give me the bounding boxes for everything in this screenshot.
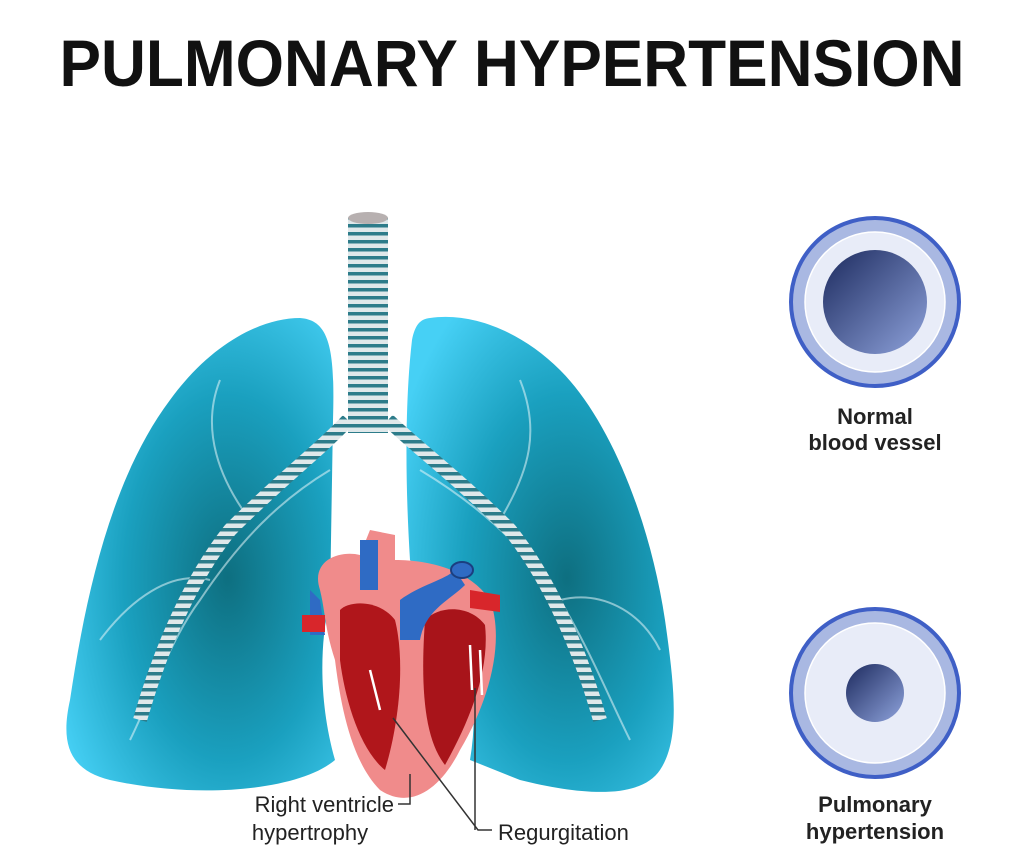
label-normal-vessel-line1: Normal	[837, 404, 913, 429]
label-right-ventricle-hypertrophy-line1: Right ventricle	[255, 792, 394, 817]
page-title: PULMONARY HYPERTENSION	[60, 26, 965, 100]
leader-lines	[392, 688, 492, 831]
left-lung	[66, 318, 336, 791]
label-regurgitation: Regurgitation	[498, 820, 629, 845]
hypertension-blood-vessel	[789, 607, 961, 779]
trachea	[133, 212, 607, 722]
label-pulmonary-hypertension-line1: Pulmonary	[818, 792, 932, 817]
heart-illustration	[302, 530, 500, 798]
label-right-ventricle-hypertrophy-line2: hypertrophy	[252, 820, 368, 845]
normal-blood-vessel	[789, 216, 961, 388]
label-normal-vessel-line2: blood vessel	[808, 430, 941, 455]
label-pulmonary-hypertension-line2: hypertension	[806, 819, 944, 844]
